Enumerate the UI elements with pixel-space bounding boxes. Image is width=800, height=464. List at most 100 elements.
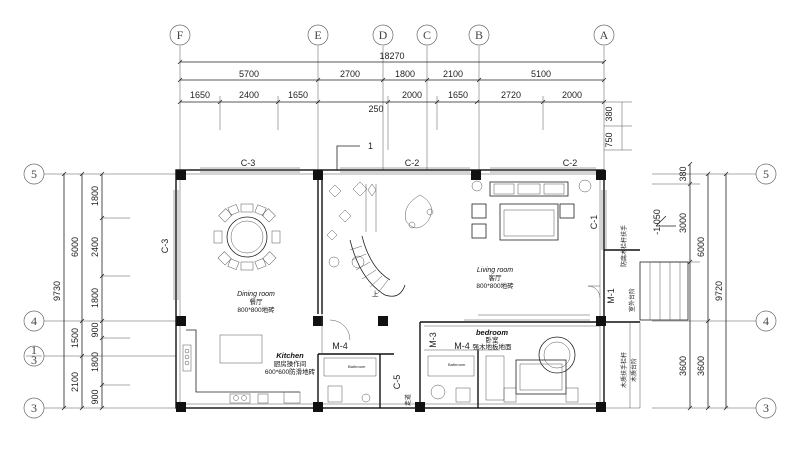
dim-overall-width: 18270: [379, 51, 404, 61]
window-label-c2-a: C-2: [405, 158, 420, 168]
dim-left-1500: 1500: [70, 328, 80, 348]
dim-top-2: 2700: [340, 69, 360, 79]
room-label-bedroom-floor: 强木地板地面: [473, 342, 513, 351]
note-wood-rail: 木质扶手栏杆: [620, 352, 628, 388]
door-label-m3: M-3: [428, 332, 438, 348]
dim-top-4: 2100: [443, 69, 463, 79]
svg-text:E: E: [314, 28, 321, 42]
svg-text:1: 1: [368, 141, 373, 151]
bathroom-fixtures: [323, 355, 475, 403]
window-label-c3-left: C-3: [160, 239, 170, 254]
room-label-living-floor: 800*800地砖: [476, 281, 514, 290]
dim-left-inner-1: 1800: [90, 186, 100, 206]
axis-bubble-left-5: 5: [23, 163, 45, 185]
windows: [173, 167, 607, 300]
axis-bubble-d: D: [372, 24, 394, 46]
dim-sub-1: 1650: [190, 90, 210, 100]
svg-text:3: 3: [763, 401, 769, 415]
exterior-steps: [639, 215, 689, 321]
svg-text:F: F: [177, 28, 184, 42]
dim-sub-6: 1650: [448, 90, 468, 100]
room-label-bedroom-cn: 卧室: [486, 335, 500, 344]
stair-up-mark: 上: [372, 289, 379, 298]
door-label-m1: M-1: [606, 288, 616, 304]
spiral-stair: [349, 184, 406, 297]
note-corridor: 走道: [404, 394, 412, 406]
axis-bubble-left-4: 4: [23, 310, 45, 332]
dim-right-inner-380: 380: [678, 166, 688, 181]
room-label-dining-cn: 餐厅: [250, 297, 264, 306]
exterior-walls: [175, 169, 641, 409]
dim-left-2100: 2100: [70, 372, 80, 392]
svg-text:4: 4: [31, 314, 37, 328]
dim-sub-8: 2000: [562, 90, 582, 100]
right-axis-grid: [652, 173, 756, 409]
room-label-dining-floor: 800*800地砖: [237, 305, 275, 314]
dim-sub-7: 2720: [501, 90, 521, 100]
top-dimensions: [177, 59, 632, 151]
axis-bubble-left-1-3: 1 3: [23, 343, 45, 367]
dining-table: [213, 203, 281, 271]
svg-text:5: 5: [763, 167, 769, 181]
dim-top-1: 5700: [239, 69, 259, 79]
room-label-living-cn: 客厅: [489, 273, 503, 282]
dim-sub-3: 1650: [288, 90, 308, 100]
note-exterior-steps: 室外台阶: [628, 288, 636, 312]
room-label-kitchen-en: Kitchen: [276, 351, 304, 360]
svg-text:4: 4: [763, 314, 769, 328]
level-mark: -1.050: [652, 209, 662, 235]
bathroom-1-label: Bathroom: [348, 364, 366, 369]
left-dimensions: [61, 171, 130, 411]
dim-left-inner-5: 1800: [90, 352, 100, 372]
svg-text:1: 1: [31, 343, 37, 357]
door-label-m4-b: M-4: [454, 341, 470, 351]
axis-bubble-f: F: [169, 24, 191, 46]
dim-right-overall: 9720: [714, 281, 724, 301]
dim-right-6000: 6000: [696, 237, 706, 257]
svg-text:B: B: [475, 28, 483, 42]
svg-text:C: C: [423, 28, 431, 42]
door-swings: [321, 285, 601, 354]
axis-bubble-left-3: 3: [23, 397, 45, 419]
note-handrail: 防腐木栏杆扶手: [620, 225, 628, 267]
kitchen-counter: [182, 329, 301, 404]
window-label-c5: C-5: [392, 375, 402, 390]
structural-columns: [176, 170, 606, 412]
dim-top-3: 1800: [395, 69, 415, 79]
top-axis-grid: [179, 46, 605, 170]
dim-left-overall: 9730: [52, 281, 62, 301]
room-label-living-en: Living room: [477, 267, 513, 274]
svg-text:5: 5: [31, 167, 37, 181]
dim-right-inner-3600: 3600: [678, 356, 688, 376]
dim-left-inner-3: 1800: [90, 288, 100, 308]
dim-left-inner-6: 900: [90, 389, 100, 404]
axis-bubble-a: A: [593, 24, 615, 46]
dim-sub-5: 2000: [402, 90, 422, 100]
dim-top-5: 5100: [531, 69, 551, 79]
dim-left-inner-2: 2400: [90, 237, 100, 257]
axis-bubble-right-5: 5: [755, 163, 777, 185]
door-label-m4-a: M-4: [332, 341, 348, 351]
dim-right-380: 380: [604, 106, 614, 121]
svg-text:3: 3: [31, 401, 37, 415]
axis-bubble-right-4: 4: [755, 310, 777, 332]
window-label-c3-top: C-3: [241, 158, 256, 168]
svg-text:D: D: [379, 28, 388, 42]
room-label-kitchen-cn: 厨房操作间: [274, 359, 307, 368]
room-label-dining-en: Dining room: [237, 291, 275, 298]
dim-sub-2: 2400: [239, 90, 259, 100]
axis-bubble-b: B: [468, 24, 490, 46]
section-marker: 1: [336, 141, 373, 170]
axis-bubble-e: E: [307, 24, 329, 46]
dim-left-6000: 6000: [70, 237, 80, 257]
dim-right-3600: 3600: [696, 356, 706, 376]
svg-text:3: 3: [31, 353, 37, 367]
axis-bubble-right-3: 3: [755, 397, 777, 419]
room-label-kitchen-floor: 600*600防滑地砖: [265, 367, 316, 376]
svg-text:A: A: [600, 28, 609, 42]
window-label-c2-b: C-2: [563, 158, 578, 168]
plants-decor: [326, 181, 434, 269]
note-wood-step: 木质台阶: [630, 358, 638, 382]
dim-left-inner-4: 900: [90, 322, 100, 337]
